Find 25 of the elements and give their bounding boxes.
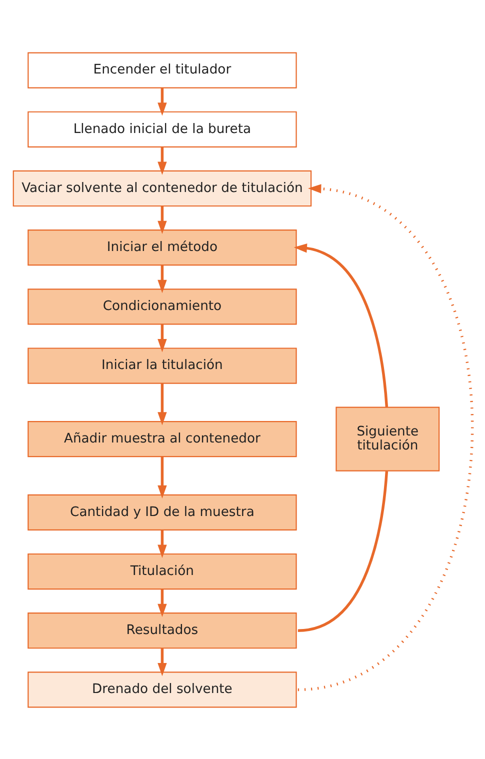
node-box: Siguiente titulación — [335, 406, 440, 471]
arrow — [157, 324, 166, 352]
node-box: Llenado inicial de la bureta — [27, 110, 296, 147]
node-box: Vaciar solvente al contenedor de titulación — [12, 170, 312, 206]
node-box: Cantidad y ID de la muestra — [27, 494, 296, 530]
arrow — [157, 264, 166, 293]
arrow — [157, 529, 166, 558]
node-box: Resultados — [27, 612, 296, 648]
node-box: Iniciar el método — [27, 229, 296, 266]
connector — [297, 470, 388, 632]
arrow — [293, 243, 388, 407]
node-box: Encender el titulador — [27, 52, 296, 88]
node-box: Añadir muestra al contenedor — [27, 420, 296, 457]
arrow — [157, 648, 166, 676]
node-box: Condicionamiento — [27, 288, 296, 324]
arrow — [157, 146, 166, 174]
node-box: Titulación — [27, 552, 296, 590]
arrow — [157, 206, 166, 234]
node-box: Iniciar la titulación — [27, 347, 296, 384]
arrow — [157, 588, 166, 617]
arrow — [157, 456, 166, 498]
arrow — [297, 184, 473, 691]
arrow — [157, 382, 166, 425]
node-box: Drenado del solvente — [27, 671, 296, 708]
arrow — [157, 87, 166, 116]
